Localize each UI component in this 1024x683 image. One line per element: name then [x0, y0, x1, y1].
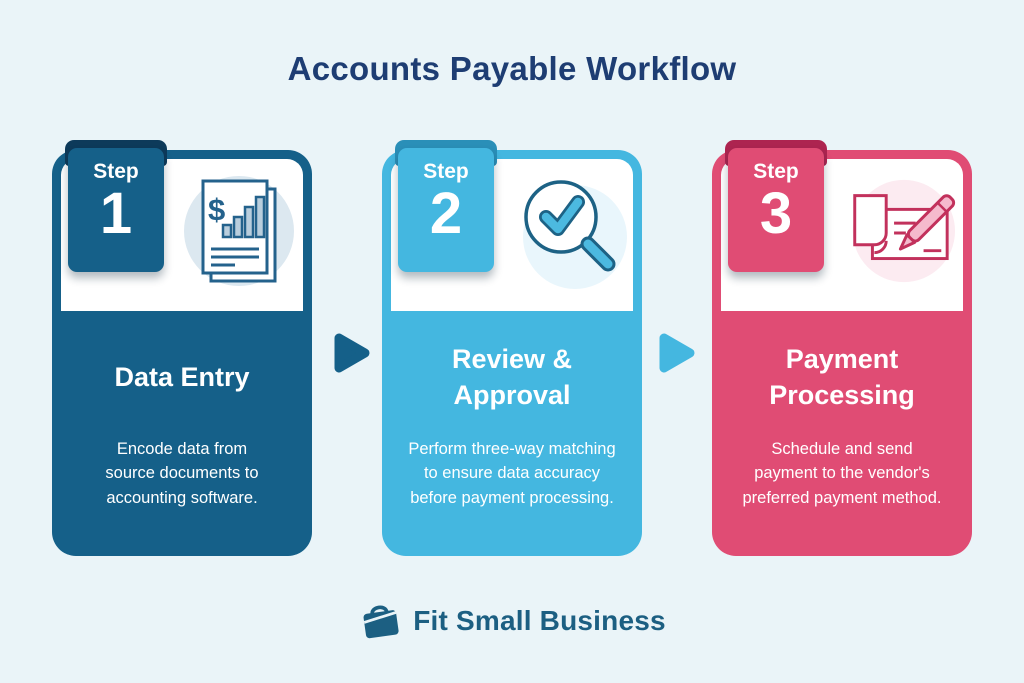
step-description-line: accounting software.: [106, 488, 258, 507]
step-card-3: Payment Processing Schedule and send pay…: [712, 140, 972, 556]
step-text-zone: Data Entry Encode data from source docum…: [61, 321, 303, 547]
page-title: Accounts Payable Workflow: [287, 50, 737, 87]
svg-text:$: $: [208, 192, 225, 227]
step-description-line: Perform three-way matching: [408, 440, 616, 458]
tab-main: Step 2: [398, 148, 494, 272]
step-description-line: to ensure data accuracy: [423, 464, 601, 483]
card-frame: Review & Approval Perform three-way matc…: [382, 150, 642, 556]
step-description-line: source documents to: [105, 464, 259, 483]
step-title-line: Data Entry: [114, 362, 250, 393]
step-title-line: Review &: [451, 344, 573, 375]
step-tab: Step 3: [725, 140, 827, 272]
step-description-line: Encode data from: [116, 440, 248, 458]
step-title-line: Approval: [453, 380, 571, 410]
step-tab: Step 1: [65, 140, 167, 272]
check-and-pen-icon: [852, 179, 956, 283]
flow-arrow-right-icon: [334, 333, 370, 373]
step-title: Payment Processing: [721, 339, 963, 417]
footer-logo: Fit Small Business: [0, 596, 1024, 646]
step-description-line: Schedule and send: [771, 440, 913, 458]
magnifier-checkmark-icon: [523, 180, 627, 289]
card-frame: $ Data Entry Encode data from so: [52, 150, 312, 556]
footer-logo-text: Fit Small Business: [413, 605, 666, 636]
flow-arrow-right-icon: [659, 333, 695, 373]
step-title-line: Processing: [769, 380, 915, 410]
card-frame: Payment Processing Schedule and send pay…: [712, 150, 972, 556]
briefcase-icon: [363, 605, 399, 639]
step-card-2: Review & Approval Perform three-way matc…: [382, 140, 642, 556]
step-description: Schedule and send payment to the vendor'…: [742, 437, 942, 510]
step-title: Data Entry: [61, 339, 303, 417]
step-description: Perform three-way matching to ensure dat…: [399, 437, 625, 510]
step-tab-label: Step: [93, 160, 139, 183]
step-tab-label: Step: [423, 160, 469, 183]
step-description-line: preferred payment method.: [742, 488, 942, 507]
step-text-zone: Review & Approval Perform three-way matc…: [391, 321, 633, 547]
step-tab: Step 2: [395, 140, 497, 272]
step-title: Review & Approval: [391, 339, 633, 417]
step-description-line: payment to the vendor's: [754, 464, 930, 483]
step-tab-label: Step: [753, 160, 799, 183]
tab-main: Step 1: [68, 148, 164, 272]
step-number: 2: [429, 181, 463, 246]
step-number: 1: [99, 181, 133, 246]
step-number: 3: [759, 181, 793, 246]
step-description: Encode data from source documents to acc…: [93, 437, 271, 510]
step-text-zone: Payment Processing Schedule and send pay…: [721, 321, 963, 547]
step-title-line: Payment: [785, 344, 899, 375]
step-card-1: $ Data Entry Encode data from so: [52, 140, 312, 556]
step-description-line: before payment processing.: [410, 488, 614, 507]
tab-main: Step 3: [728, 148, 824, 272]
financial-report-icon: $: [184, 176, 294, 286]
